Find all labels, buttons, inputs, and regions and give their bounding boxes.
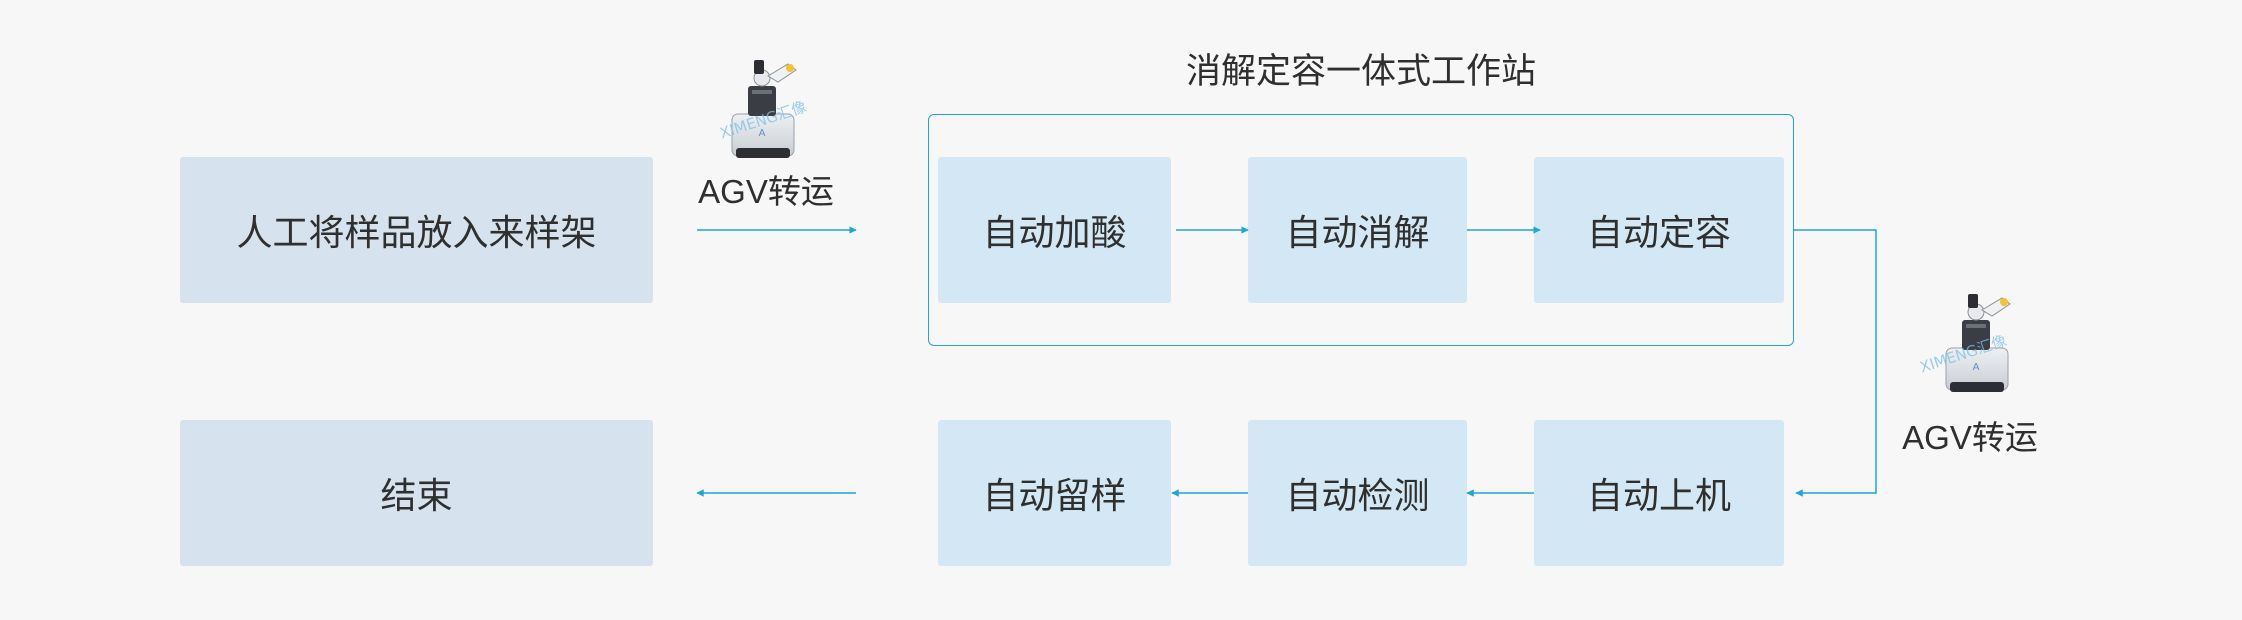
arrow-station-to-load	[1794, 229, 1877, 497]
step-auto-acid: 自动加酸	[938, 157, 1171, 303]
step-auto-load: 自动上机	[1534, 420, 1784, 566]
agv-transfer-label-top: AGV转运	[698, 173, 834, 210]
agv-transfer-label-right: AGV转运	[1902, 419, 2038, 456]
step-auto-volume: 自动定容	[1534, 157, 1784, 303]
svg-text:A: A	[1973, 362, 1980, 373]
step-auto-digest: 自动消解	[1248, 157, 1467, 303]
agv-robot-icon-right: A	[1945, 294, 2011, 392]
step-manual-load: 人工将样品放入来样架	[180, 157, 653, 303]
svg-text:A: A	[759, 128, 766, 139]
step-auto-detect: 自动检测	[1248, 420, 1467, 566]
station-title: 消解定容一体式工作站	[1185, 52, 1536, 92]
step-end: 结束	[180, 420, 653, 566]
agv-robot-icon: A	[731, 60, 797, 158]
step-auto-retain: 自动留样	[938, 420, 1171, 566]
workstation-frame	[928, 114, 1794, 346]
